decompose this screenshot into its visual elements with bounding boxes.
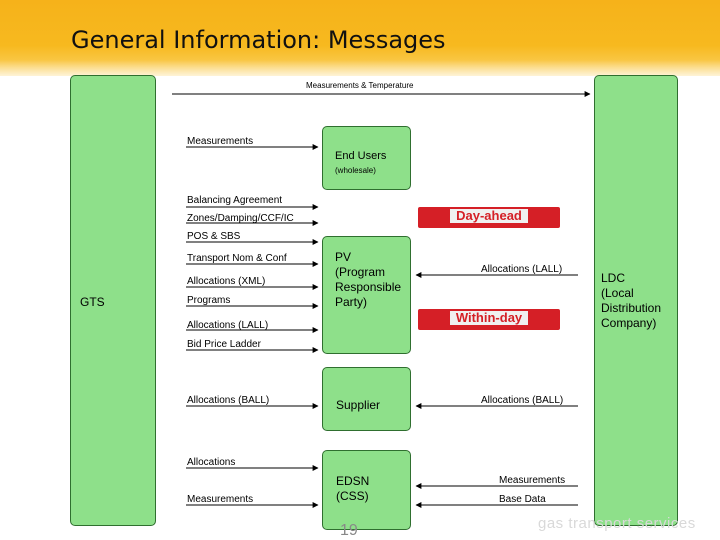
pv-box — [322, 236, 411, 354]
supplier-label: Supplier — [336, 398, 381, 412]
header-fade — [0, 60, 720, 82]
ldc-label-line: LDC — [601, 271, 626, 285]
edsn-label-line: (CSS) — [336, 489, 369, 503]
label-measurements-temperature: Measurements & Temperature — [306, 81, 414, 90]
ldc-box — [594, 75, 678, 526]
label-measurements-right: Measurements — [499, 475, 566, 486]
pv-label-line: (Program — [335, 265, 386, 279]
pv-label-line: Responsible — [335, 280, 402, 294]
label-zones: Zones/Damping/CCF/IC — [187, 213, 294, 224]
edsn-label: EDSN (CSS) — [336, 474, 369, 504]
label-balancing-agreement: Balancing Agreement — [187, 195, 283, 206]
label-base-data: Base Data — [499, 494, 546, 505]
edsn-label-line: EDSN — [336, 474, 370, 488]
end-users-box — [322, 126, 411, 190]
supplier-box — [322, 367, 411, 431]
footer-logo: gas transport services — [538, 515, 696, 532]
label-bid-price-ladder: Bid Price Ladder — [187, 339, 261, 350]
end-users-sublabel: (wholesale) — [335, 166, 376, 175]
pv-label: PV (Program Responsible Party) — [335, 250, 401, 310]
gts-box — [70, 75, 156, 526]
label-allocations: Allocations — [187, 457, 236, 468]
label-pos-sbs: POS & SBS — [187, 231, 241, 242]
label-allocations-ball-left: Allocations (BALL) — [187, 395, 270, 406]
end-users-label: End Users — [335, 150, 387, 162]
label-measurements-edsn: Measurements — [187, 494, 254, 505]
day-ahead-banner: Day-ahead — [418, 207, 560, 228]
pv-label-line: PV — [335, 250, 352, 264]
pv-label-line: Party) — [335, 295, 368, 309]
label-allocations-lall-left: Allocations (LALL) — [187, 320, 269, 331]
page-title: General Information: Messages — [71, 26, 446, 54]
edsn-box — [322, 450, 411, 530]
within-day-banner: Within-day — [418, 309, 560, 330]
label-allocations-lall-right: Allocations (LALL) — [481, 264, 563, 275]
day-ahead-label: Day-ahead — [450, 209, 528, 223]
ldc-label-line: (Local — [601, 286, 634, 300]
within-day-label: Within-day — [449, 311, 529, 325]
gts-label: GTS — [80, 295, 105, 309]
label-programs: Programs — [187, 295, 231, 306]
ldc-label-line: Distribution — [601, 301, 662, 315]
page-number: 19 — [340, 522, 358, 539]
label-allocations-xml: Allocations (XML) — [187, 276, 266, 287]
ldc-label-line: Company) — [601, 316, 657, 330]
label-transport-nom: Transport Nom & Conf — [187, 253, 287, 264]
label-measurements-gts: Measurements — [187, 136, 254, 147]
label-allocations-ball-right: Allocations (BALL) — [481, 395, 564, 406]
ldc-label: LDC (Local Distribution Company) — [601, 271, 661, 331]
